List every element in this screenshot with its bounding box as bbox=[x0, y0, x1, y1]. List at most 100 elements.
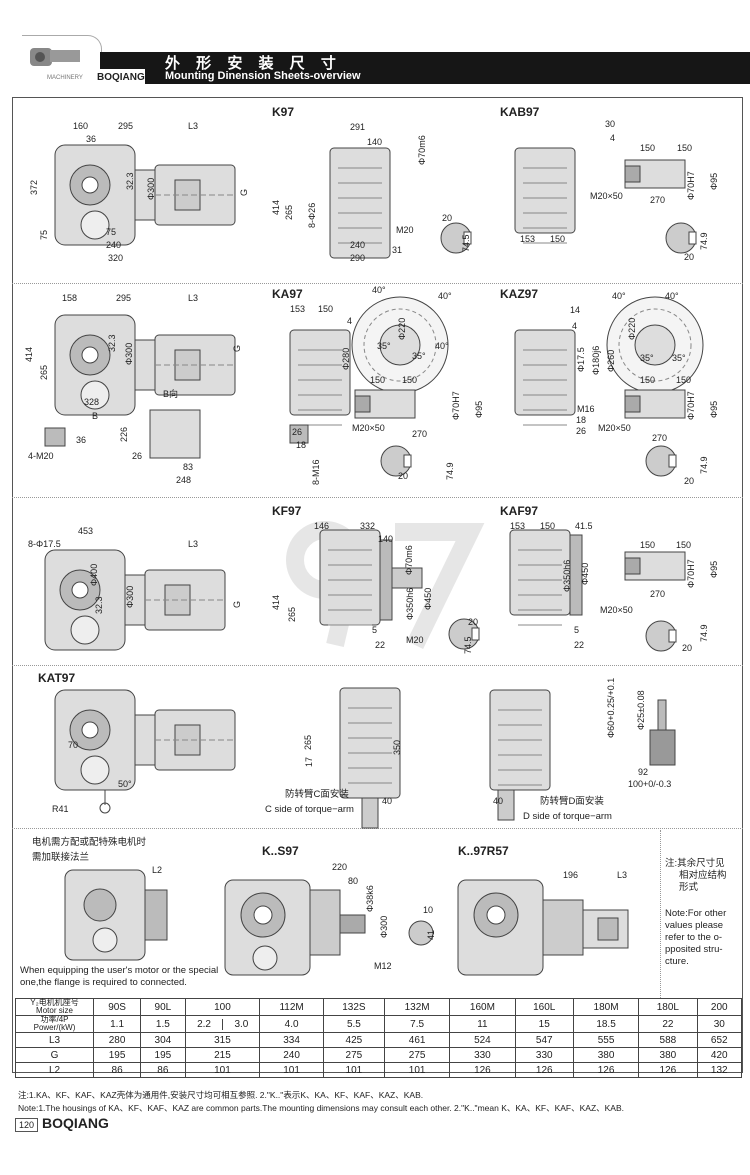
table-cell: 180M bbox=[572, 998, 640, 1016]
dimension-label: L2 bbox=[152, 865, 163, 875]
divider bbox=[12, 665, 743, 666]
dimension-label: 40° bbox=[435, 341, 449, 351]
dimension-label: Φ70H7 bbox=[686, 391, 696, 420]
table-cell: 132 bbox=[696, 1062, 743, 1078]
dimension-label: Φ95 bbox=[709, 172, 719, 190]
table-cell: 112M bbox=[259, 998, 324, 1016]
drawing-title: KF97 bbox=[272, 504, 302, 518]
dimension-label: 158 bbox=[62, 293, 78, 303]
dimension-label: 270 bbox=[650, 589, 666, 599]
gearbox-logo-icon bbox=[30, 48, 80, 66]
dimension-label: Φ300 bbox=[379, 915, 389, 938]
header-banner bbox=[100, 52, 750, 69]
table-cell: 315 bbox=[184, 1032, 261, 1048]
dimension-label: Φ17.5 bbox=[576, 347, 586, 372]
dimension-label: 150 bbox=[640, 375, 656, 385]
table-cell: 126 bbox=[572, 1062, 640, 1078]
dimension-label: 291 bbox=[350, 122, 366, 132]
dimension-label: 17 bbox=[304, 756, 314, 767]
dimension-label: 100+0/-0.3 bbox=[628, 779, 672, 789]
table-cell: 547 bbox=[514, 1032, 574, 1048]
divider bbox=[12, 283, 743, 284]
dimension-label: 153 bbox=[510, 521, 526, 531]
row-header-text: G bbox=[50, 1049, 59, 1061]
dimension-label: 20 bbox=[468, 617, 479, 627]
brand-logo: BOQIANG bbox=[97, 72, 145, 83]
dimension-label: 74.9 bbox=[699, 456, 709, 474]
row-header-text: Power/(kW) bbox=[33, 1023, 76, 1032]
row-header: L3 bbox=[15, 1032, 94, 1048]
dimension-label: 150 bbox=[370, 375, 386, 385]
page-title-cn: 外 形 安 装 尺 寸 bbox=[165, 55, 342, 72]
row-header-text: L2 bbox=[48, 1064, 61, 1076]
dimension-label: 80 bbox=[348, 876, 359, 886]
dimension-label: Φ180j6 bbox=[591, 345, 601, 375]
dimension-label: 372 bbox=[29, 179, 39, 195]
dimension-label: 40° bbox=[665, 291, 679, 301]
dimension-label: 140 bbox=[378, 534, 394, 544]
drawing-title: K..S97 bbox=[262, 844, 299, 858]
dimension-label: 150 bbox=[540, 521, 556, 531]
k97-front-drawing bbox=[329, 147, 391, 259]
dimension-label: 146 bbox=[314, 521, 330, 531]
note-cn: 注:1.KA、KF、KAF、KAZ壳体为通用件,安装尺寸均可相互参照. 2."K… bbox=[18, 1090, 424, 1100]
dimension-label: 5 bbox=[574, 625, 580, 635]
side-note-en: Note:For other values please refer to th… bbox=[665, 908, 727, 967]
footnotes: 注:1.KA、KF、KAF、KAZ壳体为通用件,安装尺寸均可相互参照. 2."K… bbox=[18, 1089, 624, 1115]
dimension-label: 40° bbox=[438, 291, 452, 301]
dimension-label: M20×50 bbox=[352, 423, 385, 433]
table-cell: 126 bbox=[638, 1062, 698, 1078]
detail-section bbox=[289, 424, 309, 444]
footer-brand: BOQIANG bbox=[42, 1115, 109, 1131]
dimension-label: Φ280 bbox=[341, 347, 351, 370]
side-note-cn: 注:其余尺寸见 bbox=[665, 858, 725, 869]
shaft-key-section bbox=[665, 222, 697, 254]
dimension-label: 26 bbox=[292, 427, 303, 437]
dimension-label: Φ350h6 bbox=[562, 559, 572, 592]
divider bbox=[660, 830, 661, 998]
dimension-label: 414 bbox=[24, 346, 34, 362]
dimension-label: Φ260 bbox=[606, 349, 616, 372]
kf97-side-drawing bbox=[44, 549, 226, 651]
dimension-label: 8-Φ26 bbox=[307, 202, 317, 228]
dimension-label: 4-M20 bbox=[28, 451, 54, 461]
caption: 电机需方配或配特殊电机时 bbox=[32, 837, 147, 848]
table-cell: 132S bbox=[322, 998, 385, 1016]
side-note-cn: 形式 bbox=[679, 882, 699, 893]
dimension-label: 270 bbox=[652, 433, 668, 443]
dimension-label: 30 bbox=[605, 119, 616, 129]
dimension-label: Φ400 bbox=[89, 563, 99, 586]
shaft-key-section bbox=[380, 445, 412, 477]
table-cell: 90S bbox=[92, 998, 142, 1016]
hollow-shaft-drawing bbox=[624, 159, 686, 189]
ka97-front-drawing bbox=[289, 329, 351, 426]
table-cell: 86 bbox=[92, 1062, 142, 1078]
dimension-label: Φ300 bbox=[124, 342, 134, 365]
dimension-label: Φ300 bbox=[146, 177, 156, 200]
table-cell: 195 bbox=[140, 1047, 186, 1063]
table-cell: 524 bbox=[449, 1032, 516, 1048]
table-cell: 15 bbox=[514, 1015, 574, 1033]
dimension-label: 40° bbox=[372, 285, 386, 295]
dimension-label: 35° bbox=[377, 341, 391, 351]
table-cell: 1.5 bbox=[140, 1015, 186, 1033]
table-cell: 160L bbox=[514, 998, 574, 1016]
dimension-label: 150 bbox=[676, 375, 692, 385]
ks97-drawing bbox=[224, 879, 366, 976]
shaft-key-section bbox=[645, 445, 677, 477]
kaz97-front-drawing bbox=[514, 329, 576, 426]
dimension-label: 265 bbox=[284, 204, 294, 220]
dimension-label: 140 bbox=[367, 137, 383, 147]
table-cell: 126 bbox=[514, 1062, 574, 1078]
row-header-text: Y₂电机机座号 bbox=[30, 998, 79, 1007]
dimension-label: M20 bbox=[406, 635, 424, 645]
dimension-label: 265 bbox=[303, 734, 313, 750]
dimension-label: 35° bbox=[412, 351, 426, 361]
dimension-label: 22 bbox=[375, 640, 386, 650]
page-title-en: Mounting Dinension Sheets-overview bbox=[165, 70, 361, 82]
dimension-label: Φ70H7 bbox=[451, 391, 461, 420]
dimension-label: 150 bbox=[676, 540, 692, 550]
